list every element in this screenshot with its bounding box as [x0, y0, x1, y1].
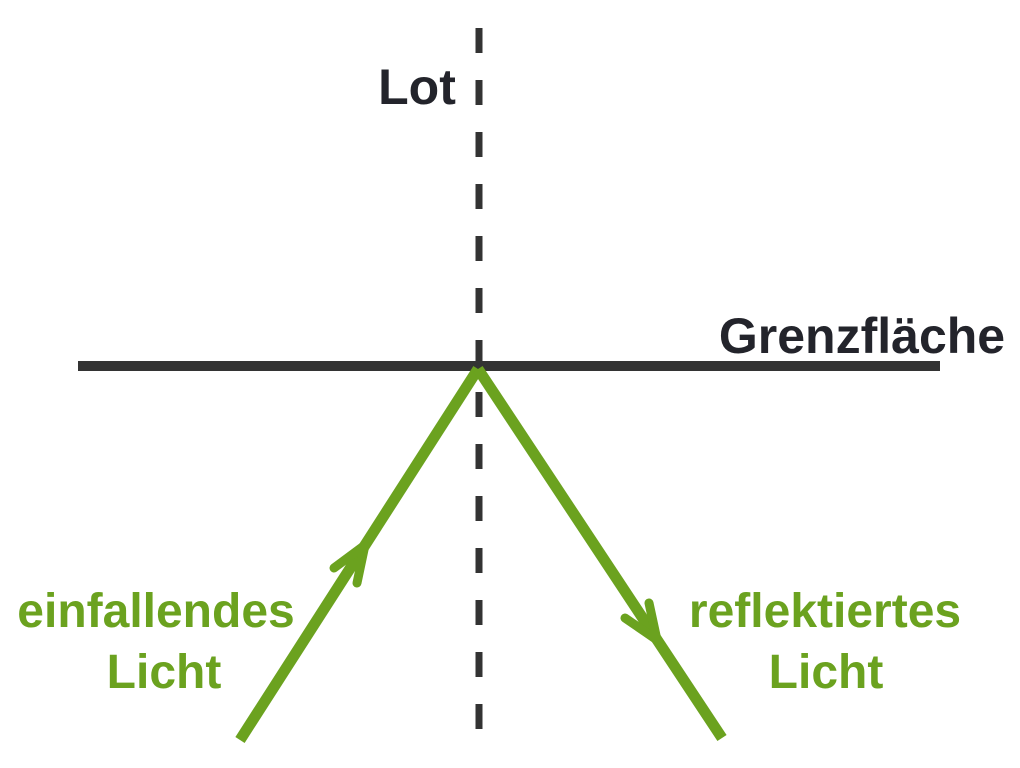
incident-light-label-line1: einfallendes [17, 585, 294, 638]
reflected-ray [473, 365, 727, 742]
normal-label: Lot [378, 59, 456, 115]
boundary-label: Grenzfläche [719, 308, 1005, 364]
reflected-ray-arrowhead [620, 598, 662, 645]
reflected-light-label-line1: reflektiertes [689, 585, 961, 638]
reflected-light-label-line2: Licht [769, 646, 884, 699]
incident-light-label-line2: Licht [107, 646, 222, 699]
incident-ray-arrowhead [329, 540, 370, 588]
